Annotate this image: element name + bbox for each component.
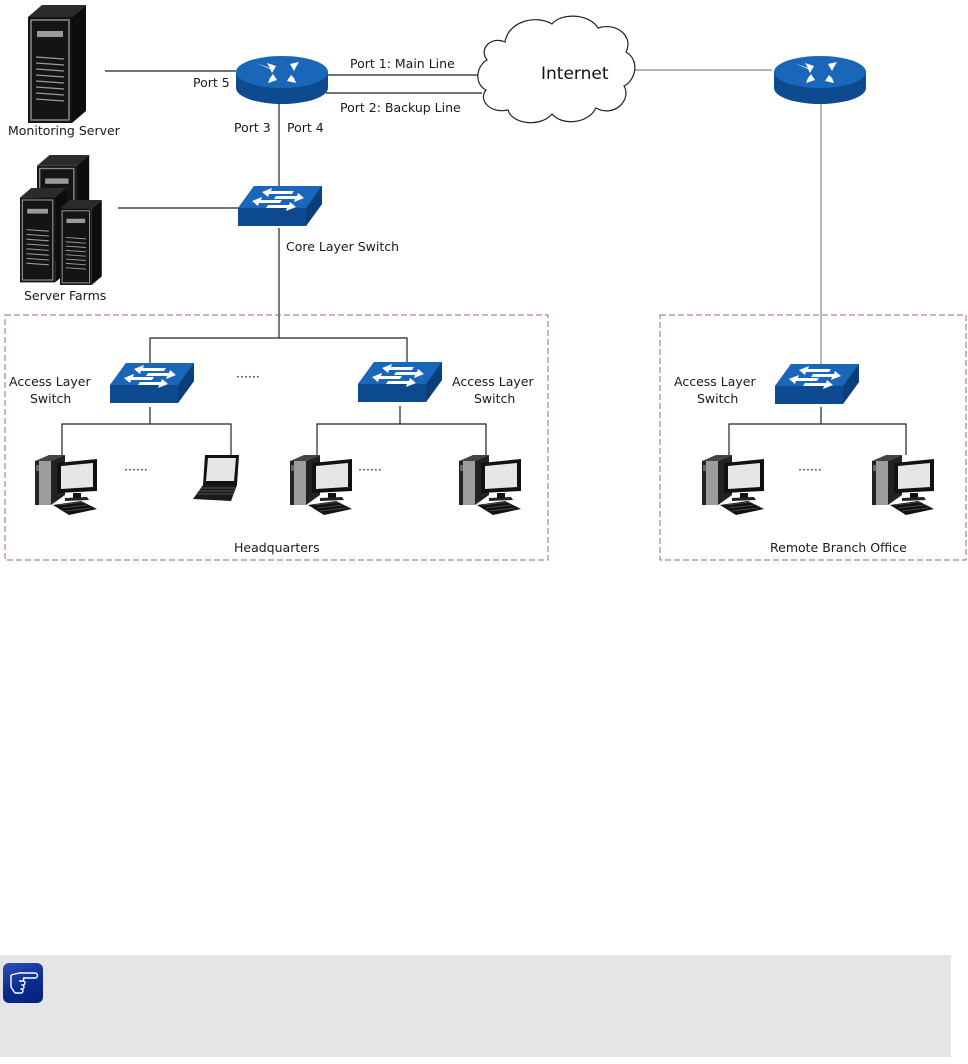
link-access-right-hosts (316, 423, 487, 455)
branch-router-icon (774, 56, 866, 104)
hq-access-left-label-line2: Switch (30, 391, 71, 406)
hq-pc-icon (458, 454, 522, 516)
note-box (0, 955, 951, 1057)
port5-label: Port 5 (193, 75, 230, 90)
hq-pc-icon (289, 454, 353, 516)
port1-label: Port 1: Main Line (350, 56, 455, 71)
headquarters-group (4, 314, 549, 561)
monitoring-server-label: Monitoring Server (8, 123, 121, 138)
branch-group (659, 314, 967, 561)
branch-pc-icon (701, 454, 765, 516)
core-switch-icon (238, 186, 322, 226)
internet-label: Internet (541, 64, 609, 84)
pointing-hand-icon (3, 963, 43, 1003)
hq-router-icon (236, 56, 328, 104)
headquarters-label: Headquarters (234, 540, 320, 555)
link-access-left-hosts (61, 423, 232, 460)
hq-access-switch-right-icon (358, 362, 442, 402)
branch-access-label-line1: Access Layer (674, 374, 756, 389)
links (61, 69, 907, 460)
port3-label: Port 3 (234, 120, 271, 135)
server-farm-icon (19, 154, 103, 286)
core-switch-label: Core Layer Switch (286, 239, 399, 254)
port2-label: Port 2: Backup Line (340, 100, 461, 115)
hq-access-left-label-line1: Access Layer (9, 374, 91, 389)
branch-pc-icon (871, 454, 935, 516)
hq-access-right-label-line2: Switch (474, 391, 515, 406)
server-farms-label: Server Farms (24, 288, 106, 303)
internet-cloud-icon (477, 15, 636, 124)
port4-label: Port 4 (287, 120, 324, 135)
monitoring-server-icon (27, 4, 87, 124)
ellipsis-branch-hosts: ······ (798, 462, 822, 477)
hq-access-right-label-line1: Access Layer (452, 374, 534, 389)
ellipsis-hq-right-hosts: ······ (358, 462, 382, 477)
link-branch-hosts (728, 423, 907, 455)
link-access-bus (149, 337, 408, 365)
hq-pc-icon (34, 454, 98, 516)
hq-access-switch-left-icon (110, 363, 194, 403)
ellipsis-hq-left-hosts: ······ (124, 462, 148, 477)
hq-laptop-icon (192, 454, 240, 502)
ellipsis-switches: ······ (236, 369, 260, 384)
branch-access-label-line2: Switch (697, 391, 738, 406)
branch-label: Remote Branch Office (770, 540, 907, 555)
branch-access-switch-icon (775, 364, 859, 404)
